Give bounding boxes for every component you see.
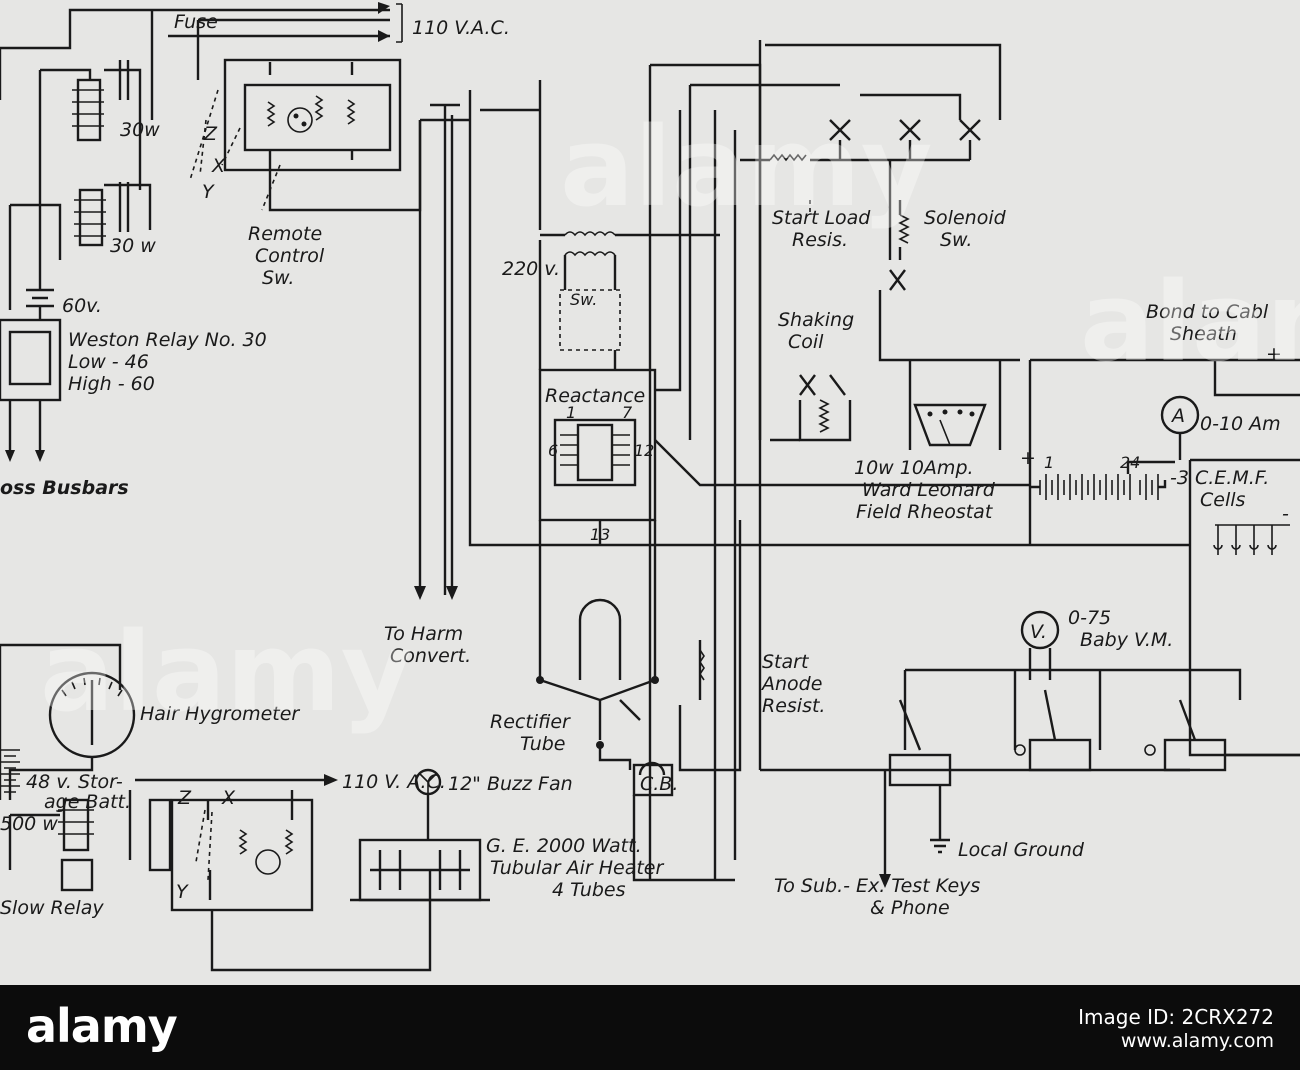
local-ground-label: Local Ground	[958, 839, 1085, 861]
110v-ac-top-label: 110 V.A.C.	[412, 17, 510, 39]
reactance-terminal-13: 13	[590, 525, 610, 544]
500w-label: 500 w	[0, 813, 58, 835]
remote-control-switch	[189, 58, 422, 212]
relay-30w-upper	[38, 60, 142, 260]
rectifier-tube	[536, 520, 742, 882]
air-heater-label: G. E. 2000 Watt. Tubular Air Heater 4 Tu…	[486, 835, 669, 901]
voltmeter-range-label: 0-75 Baby V.M.	[1068, 607, 1173, 651]
footer-image-info: Image ID: 2CRX272 www.alamy.com	[1078, 1005, 1274, 1053]
110v-ac-bottom-label: 110 V. A.C.	[342, 771, 446, 793]
minus-label: -	[1282, 503, 1289, 525]
slow-relay-label: Slow Relay	[0, 897, 104, 919]
z-label: Z	[203, 123, 218, 145]
remote-control-label: Remote Control Sw.	[248, 223, 330, 289]
rectifier-tube-label: Rectifier Tube	[490, 711, 576, 755]
reactance-terminal-6: 6	[548, 441, 558, 460]
plus-label-cells: +	[1020, 447, 1036, 469]
plus-label-top: +	[1266, 343, 1282, 365]
buzz-fan-label: 12" Buzz Fan	[448, 773, 573, 795]
footer-image-id: Image ID: 2CRX272	[1078, 1005, 1274, 1029]
weston-relay-label: Weston Relay No. 30 Low - 46 High - 60	[68, 329, 273, 395]
y-label: Y	[202, 181, 215, 203]
test-keys	[760, 610, 1300, 888]
30w-lower-label: 30 w	[110, 235, 156, 257]
x2-label: X	[221, 787, 236, 809]
rheostat-label: 10w 10Amp. Ward Leonard Field Rheostat	[854, 457, 1001, 523]
solenoid	[809, 200, 1020, 362]
footer-url[interactable]: www.alamy.com	[1120, 1030, 1274, 1052]
reactance	[538, 110, 1030, 680]
reactance-label: Reactance	[545, 385, 645, 407]
cb-label: C.B.	[640, 773, 678, 795]
30w-upper-label: 30w	[120, 119, 160, 141]
to-harm-convert-label: To Harm Convert.	[384, 623, 471, 667]
reactance-terminal-1: 1	[566, 403, 576, 422]
footer-bar: alamy Image ID: 2CRX272 www.alamy.com	[0, 985, 1300, 1070]
ammeter-symbol: A	[1170, 405, 1185, 427]
shaking-coil	[770, 374, 852, 442]
cemf-cells-label: -3 C.E.M.F. Cells	[1170, 467, 1275, 511]
bond-cable-label: Bond to Cabl Sheath	[1146, 301, 1274, 345]
y2-label: Y	[176, 881, 189, 903]
switch-blades	[740, 119, 981, 260]
transformer-220v	[538, 231, 720, 370]
sw-label: Sw.	[570, 290, 597, 309]
voltmeter-symbol: V.	[1030, 621, 1047, 643]
reactance-terminal-12: 12	[634, 441, 654, 460]
storage-batt-label: 48 v. Stor- age Batt.	[26, 771, 131, 813]
arrow-110v-top-1	[378, 2, 390, 14]
buzz-fan-heater	[350, 768, 490, 902]
start-anode-resist-label: Start Anode Resist.	[760, 651, 828, 717]
x-label: X	[211, 155, 226, 177]
start-load-resis-label: Start Load Resis.	[772, 207, 876, 251]
z2-label: Z	[177, 787, 192, 809]
hair-hygrometer-label: Hair Hygrometer	[140, 703, 300, 725]
cells-right-label: 24	[1120, 453, 1140, 472]
solenoid-sw-label: Solenoid Sw.	[924, 207, 1012, 251]
shaking-coil-label: Shaking Coil	[778, 309, 860, 353]
weston-relay	[0, 260, 62, 462]
wiring-diagram: Fuse 110 V.A.C. 30w 30 w Z X Y Remote Co…	[0, 2, 1300, 972]
fuse-label: Fuse	[174, 11, 218, 33]
relay-30w-lower	[8, 182, 152, 310]
reactance-terminal-7: 7	[622, 403, 633, 422]
cells-left-label: 1	[1044, 453, 1054, 472]
supply-lines-top	[0, 2, 403, 120]
to-sub-ex-label: To Sub.- Ex. Test Keys & Phone	[774, 875, 986, 919]
center-wiring	[414, 40, 1190, 880]
ammeter-range-label: 0-10 Am	[1200, 413, 1281, 435]
60v-label: 60v.	[62, 295, 102, 317]
hygrometer-circuit	[0, 643, 338, 892]
footer-logo: alamy	[26, 999, 178, 1053]
arrow-110v-top-2	[378, 30, 390, 42]
field-rheostat	[908, 360, 1002, 450]
lower-switch-box	[148, 790, 432, 972]
busbars-label: oss Busbars	[0, 477, 129, 499]
220v-label: 220 v.	[502, 258, 560, 280]
